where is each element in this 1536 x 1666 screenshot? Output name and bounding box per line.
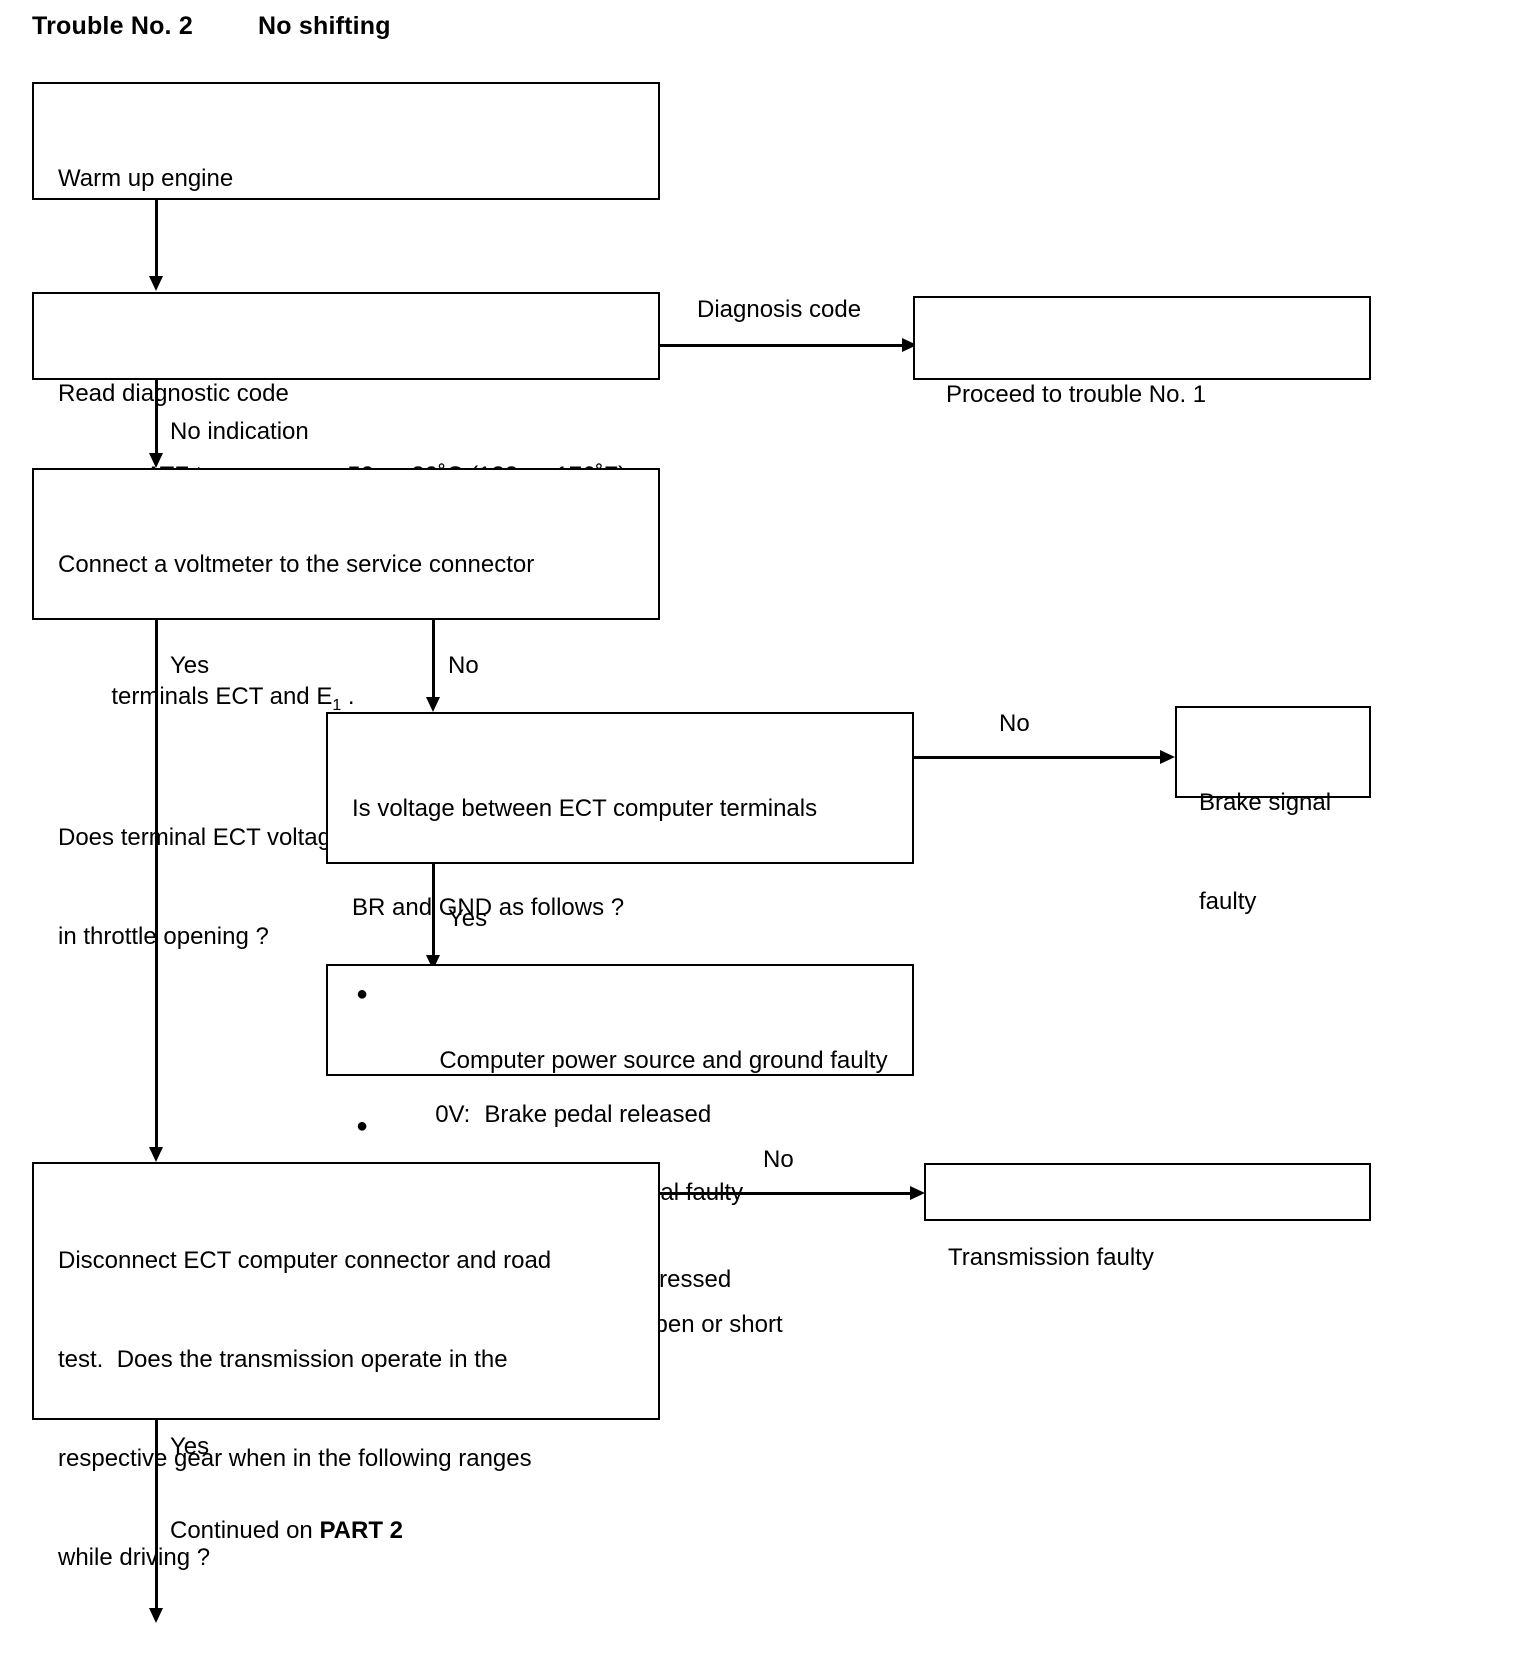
edge-label-yes-1: Yes — [170, 652, 210, 679]
road-test-line-3: respective gear when in the following ra… — [58, 1445, 532, 1472]
brake-voltage-line-1: Is voltage between ECT computer terminal… — [352, 795, 818, 822]
continued-on-label: Continued on PART 2 — [170, 1517, 403, 1545]
terminal-e1-subscript: 1 — [332, 696, 342, 714]
brake-signal-faulty-line-2: faulty — [1199, 888, 1257, 915]
voltmeter-line-4: in throttle opening ? — [58, 922, 269, 950]
connector-readcode-to-voltmeter — [155, 380, 158, 462]
bullet-icon: ● — [356, 1115, 369, 1137]
warm-up-line-1: Warm up engine — [58, 165, 234, 192]
road-test-line-4: while driving ? — [58, 1544, 211, 1571]
connector-voltmeter-no — [432, 620, 435, 706]
voltmeter-line-2-text: terminals ECT and E — [111, 683, 333, 710]
edge-label-no-indication: No indication — [170, 418, 309, 445]
brake-signal-faulty-line-1: Brake signal — [1199, 789, 1332, 816]
edge-label-no-3: No — [763, 1146, 794, 1173]
connector-brakevoltage-to-brakesignal — [912, 756, 1167, 759]
connector-voltmeter-yes — [155, 620, 158, 1156]
connector-roadtest-to-transmissionfaulty — [658, 1192, 916, 1195]
node-brake-voltage-check: Is voltage between ECT computer terminal… — [326, 712, 914, 1293]
brake-voltage-item-1: 0V: Brake pedal released — [352, 1065, 904, 1164]
connector-brakevoltage-yes — [432, 864, 435, 964]
spacer — [58, 1640, 650, 1654]
list-item: ● Computer power source and ground fault… — [352, 978, 888, 1110]
arrowhead-down-readcode — [149, 276, 163, 291]
arrowhead-down-voltmeter — [149, 453, 163, 468]
transmission-faulty-text: Transmission faulty — [948, 1244, 1154, 1271]
arrowhead-right-transmissionfaulty — [910, 1186, 925, 1200]
edge-label-diagnosis-code: Diagnosis code — [697, 296, 862, 323]
arrowhead-right-brakesignal — [1160, 750, 1175, 764]
proceed-to-trouble-1-text: Proceed to trouble No. 1 — [946, 381, 1207, 408]
arrowhead-down-continued — [149, 1608, 163, 1623]
fault-item-text: Computer power source and ground faulty — [439, 1047, 888, 1074]
connector-readcode-to-trouble1 — [658, 344, 908, 347]
connector-warmup-to-readcode — [155, 200, 158, 282]
voltmeter-line-1: Connect a voltmeter to the service conne… — [58, 551, 535, 578]
read-diagnostic-code-text: Read diagnostic code — [58, 380, 289, 407]
road-test-line-1: Disconnect ECT computer connector and ro… — [58, 1247, 552, 1274]
brake-voltage-item-1-value: Brake pedal released — [484, 1101, 712, 1128]
voltmeter-line-2: terminals ECT and E1 . — [58, 647, 650, 755]
edge-label-yes-2: Yes — [448, 905, 488, 932]
node-proceed-to-trouble-1: Proceed to trouble No. 1 — [913, 296, 1371, 408]
node-transmission-faulty: Transmission faulty — [924, 1163, 1371, 1271]
node-voltmeter-check: Connect a voltmeter to the service conne… — [32, 468, 660, 950]
node-warm-up-engine: Warm up engine Coolant temp:80˚C (176˚F)… — [32, 82, 660, 489]
connector-roadtest-yes-continued — [155, 1420, 158, 1616]
arrowhead-down-roadtest — [149, 1147, 163, 1162]
node-faults-list: ● Computer power source and ground fault… — [326, 964, 914, 1338]
node-read-diagnostic-code: Read diagnostic code — [32, 292, 660, 407]
edge-label-no-1: No — [448, 652, 479, 679]
edge-label-no-2: No — [999, 710, 1030, 737]
brake-voltage-line-2: BR and GND as follows ? — [352, 894, 625, 921]
node-road-test: Disconnect ECT computer connector and ro… — [32, 1162, 660, 1571]
brake-voltage-item-1-label: 0V: — [435, 1101, 471, 1128]
bullet-icon: ● — [356, 983, 369, 1005]
trouble-title-label: No shifting — [258, 12, 391, 40]
continued-part-number: PART 2 — [319, 1517, 404, 1544]
road-test-line-2: test. Does the transmission operate in t… — [58, 1346, 508, 1373]
continued-prefix: Continued on — [170, 1517, 320, 1544]
arrowhead-down-brakevoltage — [426, 697, 440, 712]
edge-label-yes-3: Yes — [170, 1433, 210, 1460]
voltmeter-line-2-suffix: . — [341, 683, 355, 710]
trouble-number-label: Trouble No. 2 — [32, 12, 193, 40]
node-brake-signal-faulty: Brake signal faulty — [1175, 706, 1371, 915]
